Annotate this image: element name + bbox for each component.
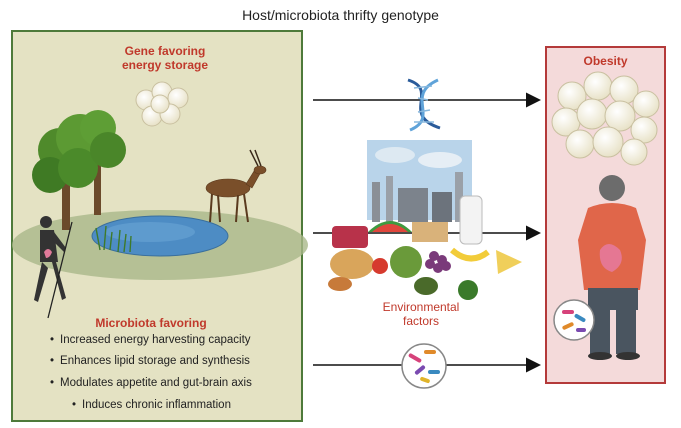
food-pile-icon bbox=[328, 195, 522, 300]
microbiota-heading: Microbiota favoring bbox=[95, 316, 207, 330]
env-label-line-2: factors bbox=[402, 314, 439, 328]
gene-heading-line-2: energy storage bbox=[121, 58, 209, 72]
gene-heading-line-1: Gene favoring bbox=[124, 44, 206, 58]
industry-icon bbox=[367, 140, 472, 222]
obesity-heading: Obesity bbox=[583, 54, 628, 68]
bullet-lipid-storage: Enhances lipid storage and synthesis bbox=[50, 355, 250, 367]
landscape-scene bbox=[12, 210, 308, 280]
bullet-energy-harvesting: Increased energy harvesting capacity bbox=[50, 334, 251, 346]
bullet-appetite: Modulates appetite and gut-brain axis bbox=[50, 377, 252, 389]
gut-microbes-magnified-icon bbox=[553, 299, 595, 341]
trees-icon bbox=[32, 110, 126, 230]
obese-person-icon bbox=[578, 175, 646, 360]
gut-microbes-icon bbox=[401, 343, 447, 389]
env-label-line-1: Environmental bbox=[382, 300, 460, 314]
gene-heading: Gene favoring energy storage bbox=[80, 44, 250, 72]
environmental-factors-label: Environmental factors bbox=[376, 300, 466, 328]
bullet-inflammation: Induces chronic inflammation bbox=[72, 399, 231, 411]
diagram-title: Host/microbiota thrifty genotype bbox=[242, 7, 439, 23]
hunter-figure-icon bbox=[34, 216, 73, 319]
fat-cells-small-icon bbox=[135, 81, 189, 127]
antelope-icon bbox=[205, 149, 267, 223]
fat-cells-large-icon bbox=[551, 71, 660, 166]
dna-icon bbox=[407, 78, 441, 132]
